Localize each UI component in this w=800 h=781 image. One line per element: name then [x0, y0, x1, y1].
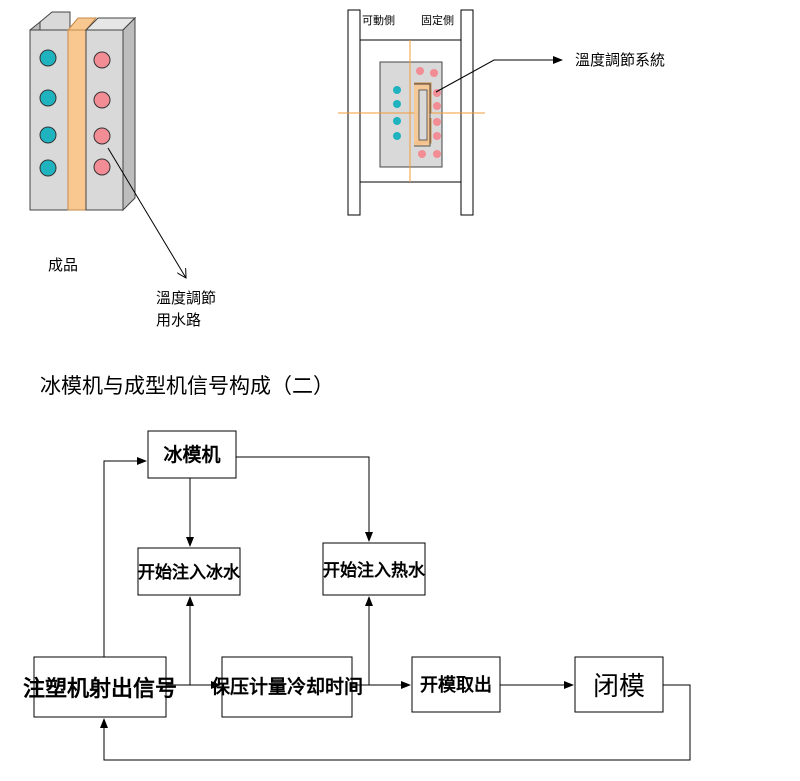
cold-water-dot: [39, 49, 57, 67]
start-cold-water-label: 开始注入冰水: [138, 562, 241, 583]
cold-water-dot: [39, 159, 57, 177]
cold-water-dot: [393, 132, 401, 140]
temp-control-system-label: 溫度調節系統: [575, 51, 665, 69]
hot-water-dot: [93, 91, 111, 109]
product-label: 成品: [48, 256, 78, 274]
product-mold-illustration: [29, 11, 186, 278]
mold-frame-illustration: [338, 9, 563, 216]
start-hot-water-label: 开始注入热水: [323, 560, 426, 581]
hot-water-dot: [430, 69, 438, 77]
cold-water-dot: [39, 126, 57, 144]
water-channel-label-line1: 溫度調節: [156, 289, 216, 307]
hot-water-dot: [433, 102, 441, 110]
hot-water-dot: [433, 118, 441, 126]
close-mold-label: 闭模: [593, 672, 645, 702]
cold-water-dot: [393, 86, 401, 94]
cold-water-dot: [39, 89, 57, 107]
hold-cool-time-label: 保压计量冷却时间: [210, 675, 363, 698]
open-mold-eject-label: 开模取出: [420, 674, 492, 696]
section-title: 冰模机与成型机信号构成（二）: [40, 374, 334, 398]
cold-water-dot: [393, 100, 401, 108]
hold-cool-time-box: [221, 656, 353, 718]
injection-signal-label: 注塑机射出信号: [23, 676, 177, 702]
fixed-side-label: 固定側: [421, 13, 454, 27]
open-mold-eject-box: [411, 656, 501, 713]
cold-water-dot: [393, 117, 401, 125]
hot-water-dot: [418, 150, 426, 158]
temp-control-pointer: [435, 56, 563, 93]
arrow-signal-to-chiller: [103, 457, 147, 657]
hot-water-dot: [93, 158, 111, 176]
start-cold-water-box: [137, 547, 241, 596]
water-channel-pointer: [107, 147, 186, 278]
hot-water-dot: [433, 150, 441, 158]
product-strip: [67, 29, 87, 211]
hot-water-dot: [433, 132, 441, 140]
arrow-chiller-to-hot: [236, 456, 373, 542]
flow-chart: [33, 430, 691, 761]
chiller-label: 冰模机: [163, 443, 220, 466]
close-mold-box: [574, 656, 664, 713]
movable-side-label: 可動側: [362, 13, 395, 27]
hot-water-dot: [93, 51, 111, 69]
injection-signal-box: [33, 656, 167, 718]
water-channel-label-line2: 用水路: [156, 311, 201, 329]
hot-water-dot: [93, 127, 111, 145]
hot-water-dot: [416, 67, 424, 75]
mold-block: [379, 61, 443, 168]
hot-water-dot: [433, 89, 441, 97]
chiller-box: [147, 430, 237, 479]
arrow-close-to-signal: [100, 684, 691, 761]
start-hot-water-box: [322, 542, 426, 596]
